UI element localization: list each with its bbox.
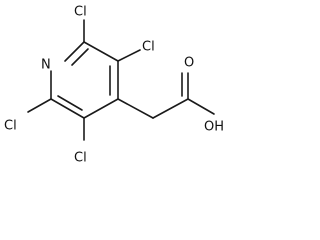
- bond-ch2-c: [152, 98, 189, 119]
- bond-c4-ch2: [117, 98, 154, 119]
- atom-label-cl-top-left: Cl: [74, 5, 87, 20]
- ring-bond-n-c2-inner: [71, 48, 89, 66]
- bond-c-oh: [187, 98, 215, 115]
- chemical-structure: N Cl Cl Cl Cl O OH: [4, 5, 224, 166]
- atom-label-oh: OH: [204, 120, 224, 135]
- bond-c6-cl: [27, 98, 52, 113]
- atom-label-cl-top-right: Cl: [142, 40, 155, 55]
- ring-bond-c5-c6: [50, 98, 85, 119]
- bond-c3-cl: [117, 49, 141, 62]
- ring-bond-n-c2: [64, 41, 85, 62]
- ring-bond-c2-c3: [83, 41, 119, 62]
- atom-label-cl-bottom-center: Cl: [74, 151, 87, 166]
- atom-label-o: O: [184, 56, 194, 71]
- ring-bond-c5-c6-inner: [57, 95, 83, 111]
- ring-bond-c4-c5: [83, 98, 119, 119]
- atom-label-n: N: [41, 58, 51, 73]
- atom-label-cl-bottom-left: Cl: [4, 119, 17, 134]
- structure-canvas: N Cl Cl Cl Cl O OH: [4, 4, 225, 166]
